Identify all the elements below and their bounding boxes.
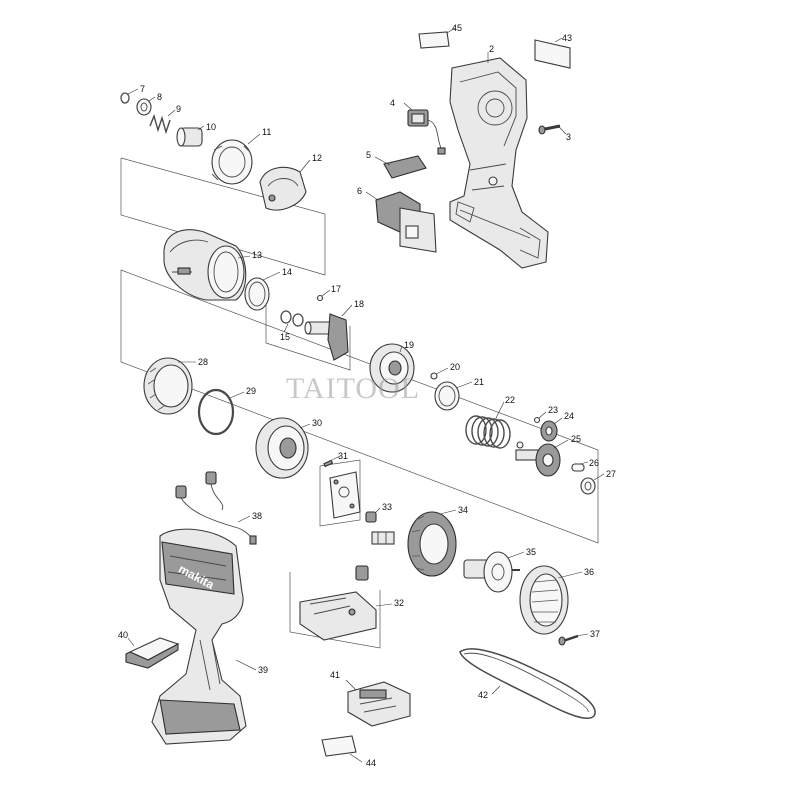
callout-27: 27 [606,469,616,479]
part-24-washer [540,417,563,442]
callout-20: 20 [450,362,460,372]
part-31-screws [323,455,341,468]
callout-30: 30 [312,418,322,428]
part-3-screw [538,124,567,135]
part-22-spring [465,401,511,449]
part-21-washer [434,381,473,411]
callout-8: 8 [157,92,162,102]
callout-5: 5 [366,150,371,160]
part-25-spindle [515,439,569,477]
part-20-ball [430,367,449,380]
part-19-hammer [369,343,415,393]
callout-41: 41 [330,670,340,680]
part-35-rotor [463,551,525,593]
part-17-ball [316,289,331,302]
callout-15: 15 [280,332,290,342]
callout-29: 29 [246,386,256,396]
part-8-washer [136,96,156,116]
callout-19: 19 [404,340,414,350]
callout-40: 40 [118,630,128,640]
part-31-plate [329,471,361,519]
part-41-terminal [345,679,411,727]
callout-18: 18 [354,299,364,309]
part-18-anvil [304,304,353,361]
part-45-label [418,27,456,49]
part-27-washer [580,473,605,495]
callout-37: 37 [590,629,600,639]
part-13-hammer-case [163,229,251,301]
part-37-screw [558,633,589,646]
callout-44: 44 [366,758,376,768]
callout-23: 23 [548,405,558,415]
callout-31: 31 [338,451,348,461]
callout-3: 3 [566,132,571,142]
part-10-sleeve [176,125,205,147]
callout-12: 12 [312,153,322,163]
watermark: TAITOOL [286,372,420,405]
part-15-rings [280,310,304,333]
callout-34: 34 [458,505,468,515]
part-6-switch-unit [365,191,437,253]
callout-2: 2 [489,44,494,54]
part-7-retaining-ring [120,88,139,104]
callout-43: 43 [562,33,572,43]
callout-32: 32 [394,598,404,608]
part-36-fan [519,565,583,635]
callout-9: 9 [176,104,181,114]
part-2-housing [449,52,549,269]
callout-numbers: 45 2 43 4 3 5 6 7 8 9 10 11 12 13 14 17 … [118,23,616,768]
callout-24: 24 [564,411,574,421]
part-4-switch [403,102,446,155]
callout-26: 26 [589,458,599,468]
part-40-plate [125,637,180,669]
callout-39: 39 [258,665,268,675]
part-29-o-ring [197,388,245,436]
callout-35: 35 [526,547,536,557]
callout-10: 10 [206,122,216,132]
part-14-o-ring [244,271,281,311]
part-34-stator [407,509,457,577]
part-28-ring [143,357,196,415]
callout-22: 22 [505,395,515,405]
callout-42: 42 [478,690,488,700]
callout-17: 17 [331,284,341,294]
callout-7: 7 [140,84,145,94]
part-39-housing: makita [151,528,257,745]
callout-33: 33 [382,502,392,512]
callout-36: 36 [584,567,594,577]
part-5-slide [374,155,427,179]
part-44-label [321,735,363,763]
part-11-ring [211,133,261,185]
callout-21: 21 [474,377,484,387]
part-26-pin [571,461,589,472]
callout-45: 45 [452,23,462,33]
part-38-lead-wire [175,471,257,545]
callout-25: 25 [571,434,581,444]
part-43-nameplate [534,37,571,69]
part-32-controller [299,565,393,641]
part-9-spring [149,109,176,135]
part-23-ball [533,411,547,424]
callout-38: 38 [252,511,262,521]
callout-6: 6 [357,186,362,196]
callout-13: 13 [252,250,262,260]
callout-11: 11 [262,127,271,137]
callout-28: 28 [198,357,208,367]
part-42-strap [459,648,596,720]
callout-14: 14 [282,267,292,277]
part-30-plate [255,417,311,479]
callout-4: 4 [390,98,395,108]
part-12-cover [259,159,311,211]
part-33-sensor [365,507,395,545]
